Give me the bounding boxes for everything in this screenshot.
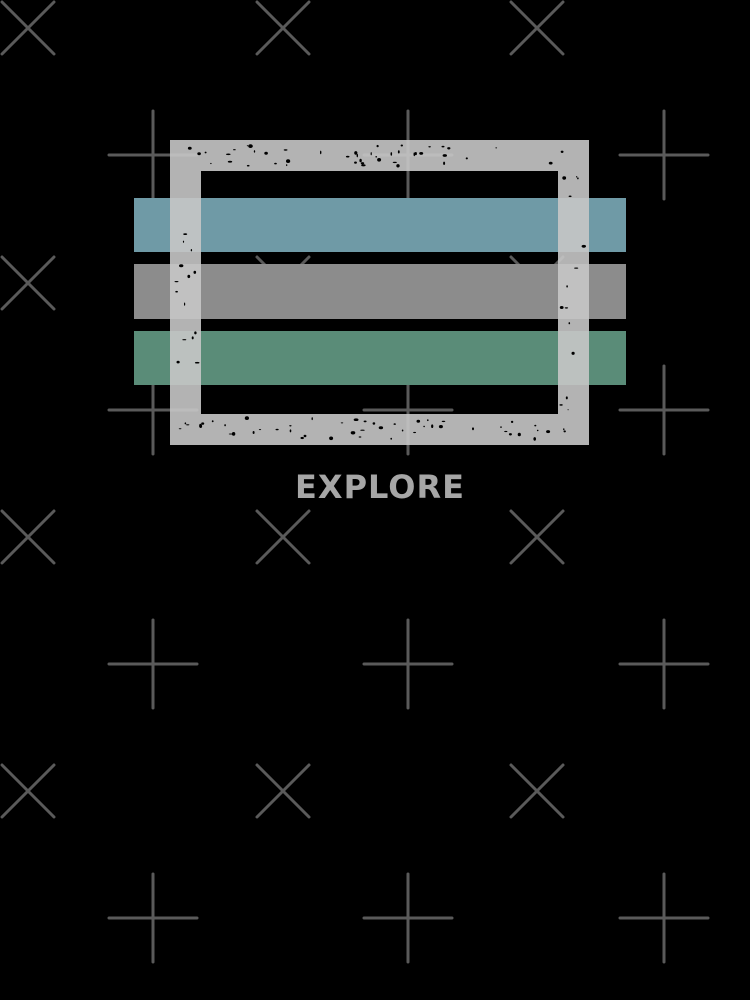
x-mark-icon [255,0,311,56]
x-mark-icon [0,0,56,56]
x-mark-icon [255,763,311,819]
plus-mark-icon [618,364,710,456]
x-mark-icon [509,0,565,56]
plus-mark-icon [107,618,199,710]
plus-mark-icon [618,872,710,964]
x-mark-icon [0,763,56,819]
x-mark-icon [0,255,56,311]
square-frame [170,140,589,445]
plus-mark-icon [618,618,710,710]
x-mark-icon [509,509,565,565]
stripe-blue [134,198,626,252]
frame-distress-speckles [174,144,586,441]
explore-label: EXPLORE [295,468,465,506]
x-mark-icon [255,509,311,565]
plus-mark-icon [362,618,454,710]
plus-mark-icon [362,872,454,964]
x-mark-icon [0,509,56,565]
stripe-gray [134,264,626,319]
x-mark-icon [509,763,565,819]
plus-mark-icon [618,109,710,201]
stripes [134,198,626,385]
plus-mark-icon [107,872,199,964]
stripe-green [134,331,626,385]
